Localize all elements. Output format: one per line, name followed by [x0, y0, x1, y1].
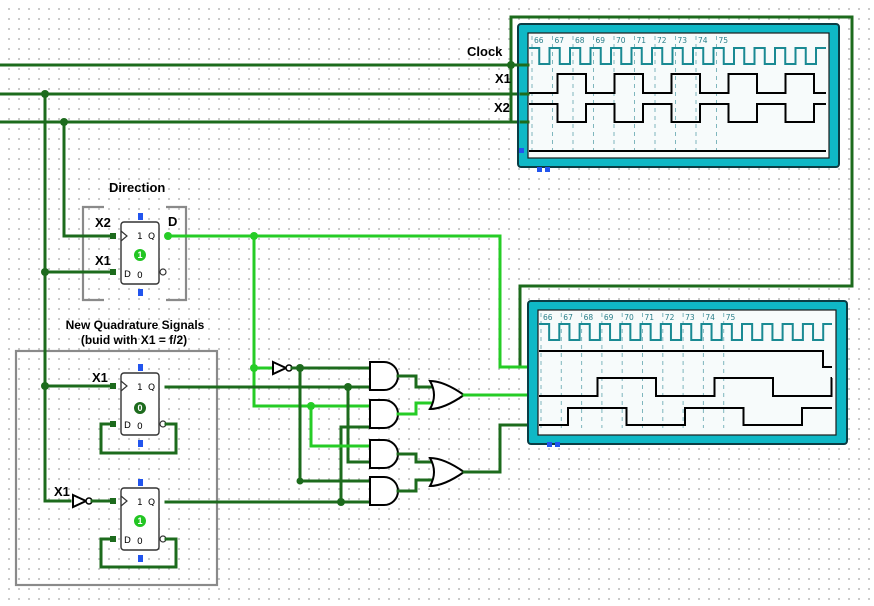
- tick-label-74: 74: [698, 36, 708, 45]
- tick-label-75: 75: [719, 36, 729, 45]
- top-x2-trace: [529, 103, 826, 123]
- bottom-clock-trace: [539, 323, 832, 341]
- tick-label-74: 74: [705, 313, 715, 322]
- direction-to-not-wire: [252, 234, 274, 370]
- quad-ff2-x1-label: X1: [54, 484, 70, 499]
- quad2-ff-reset-pin: 0: [137, 537, 143, 547]
- quad2-ff-d-pin: D: [124, 536, 131, 546]
- direction-to-and2-wire: [252, 366, 372, 408]
- tick-label-67: 67: [555, 36, 565, 45]
- top-x1-trace: [529, 73, 826, 94]
- quad1-ff-set-pin: 1: [137, 383, 143, 393]
- not-direction-junction-2: [296, 477, 304, 485]
- and-gate-1[interactable]: [369, 361, 399, 391]
- tick-label-73: 73: [678, 36, 688, 45]
- quad2-ff-state: 1: [137, 516, 142, 526]
- tick-label-68: 68: [575, 36, 585, 45]
- quad-x1-not-gate[interactable]: [72, 493, 93, 509]
- direction-title: Direction: [109, 180, 165, 195]
- quad1-ff-state-indicator: [134, 402, 146, 414]
- tick-label-67: 67: [563, 313, 573, 322]
- and3-to-or2-wire: [396, 452, 434, 464]
- direction-not-gate[interactable]: [272, 360, 293, 376]
- and-gate-4[interactable]: [369, 476, 399, 506]
- direction-group-box: [81, 205, 188, 302]
- quad2-output-wire: [164, 425, 372, 504]
- direction-to-and3-wire: [309, 404, 372, 448]
- bottom-tick-labels: 66 67 68 69 70 71 72 73 74 75: [543, 313, 735, 322]
- x2-junction: [60, 118, 68, 126]
- quad1-feedback-wire: [99, 422, 178, 455]
- x1-junction-2: [41, 268, 49, 276]
- quad1-ff-state: 0: [137, 403, 142, 413]
- bottom-quad-b-trace: [539, 407, 832, 426]
- direction-d-label: D: [168, 214, 177, 229]
- tick-label-69: 69: [604, 313, 614, 322]
- or-gate-2[interactable]: [428, 456, 466, 488]
- x2-label: X2: [494, 100, 510, 115]
- quad-flipflop-2[interactable]: 1 Q D 0 1: [110, 479, 167, 562]
- tick-label-73: 73: [685, 313, 695, 322]
- direction-junction-2: [250, 364, 258, 372]
- tick-label-71: 71: [645, 313, 655, 322]
- tick-label-70: 70: [624, 313, 634, 322]
- direction-flipflop[interactable]: 1 Q D 0 1: [110, 213, 167, 296]
- input-buses: [0, 15, 854, 503]
- quad-title-line1: New Quadrature Signals: [66, 318, 205, 332]
- tick-label-70: 70: [616, 36, 626, 45]
- quad-ff1-x1-label: X1: [92, 370, 108, 385]
- direction-ff-reset-pin: 0: [137, 271, 143, 281]
- x1-junction: [41, 90, 49, 98]
- direction-x2-label: X2: [95, 215, 111, 230]
- bottom-grid-lines: [540, 313, 725, 428]
- quad1-to-and3-wire: [346, 385, 372, 464]
- and2-to-or1-wire: [396, 401, 434, 416]
- chronogram-top[interactable]: 66 67 68 69 70 71 72 73 74 75: [517, 23, 840, 172]
- direction-ff-d-pin: D: [124, 270, 131, 280]
- direction-ff-set-pin: 1: [137, 232, 143, 242]
- and-gate-3[interactable]: [369, 439, 399, 469]
- chronogram-bottom[interactable]: 66 67 68 69 70 71 72 73 74 75: [527, 300, 848, 447]
- top-tick-labels: 66 67 68 69 70 71 72 73 74 75: [534, 36, 728, 45]
- tick-label-66: 66: [543, 313, 553, 322]
- direction-output-junction: [164, 232, 172, 240]
- x1-junction-3: [41, 382, 49, 390]
- tick-label-66: 66: [534, 36, 544, 45]
- direction-junction-3: [307, 402, 315, 410]
- quad2-ff-q-pin: Q: [148, 498, 155, 508]
- tick-label-72: 72: [665, 313, 675, 322]
- direction-output-wire: [164, 234, 532, 369]
- quad1-ff-d-pin: D: [124, 421, 131, 431]
- and4-to-or2-wire: [396, 478, 434, 493]
- quad2-feedback-wire: [99, 537, 178, 569]
- tick-label-72: 72: [657, 36, 667, 45]
- bottom-direction-trace: [539, 350, 832, 368]
- and1-to-or1-wire: [396, 374, 434, 389]
- direction-ff-state: 1: [137, 250, 142, 260]
- quad-title-line2: (buid with X1 = f/2): [81, 333, 187, 347]
- x1-label: X1: [495, 71, 511, 86]
- and-gate-2[interactable]: [369, 399, 399, 429]
- quadrature-group-box: [14, 349, 219, 587]
- bottom-quad-a-trace: [539, 377, 833, 397]
- direction-x1-label: X1: [95, 253, 111, 268]
- quad1-ff-q-pin: Q: [148, 383, 155, 393]
- top-clock-trace: [529, 47, 826, 65]
- or2-output-wire: [462, 423, 532, 474]
- quad1-ff-reset-pin: 0: [137, 422, 143, 432]
- direction-ff-q-pin: Q: [148, 232, 155, 242]
- direction-ff-state-indicator: [134, 249, 146, 261]
- quad-flipflop-1[interactable]: 1 Q D 0 0: [110, 364, 167, 447]
- x1-vertical-wire: [43, 92, 72, 503]
- quad2-ff-state-indicator: [134, 515, 146, 527]
- x2-vertical-wire: [62, 120, 116, 238]
- or-gate-1[interactable]: [428, 379, 466, 411]
- tick-label-69: 69: [596, 36, 606, 45]
- tick-label-68: 68: [584, 313, 594, 322]
- tick-label-75: 75: [726, 313, 736, 322]
- tick-label-71: 71: [637, 36, 647, 45]
- quad2-ff-set-pin: 1: [137, 498, 143, 508]
- clock-label: Clock: [467, 44, 503, 59]
